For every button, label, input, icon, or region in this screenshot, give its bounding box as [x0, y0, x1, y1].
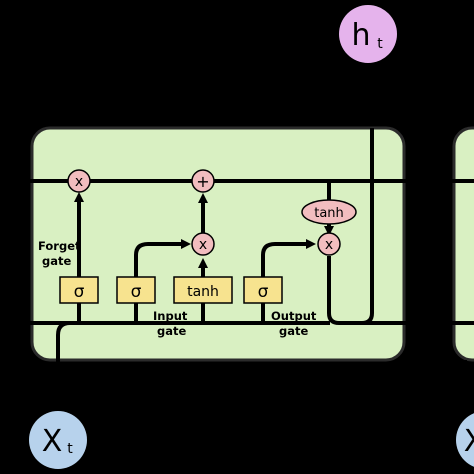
- cell-tanh-node: tanh: [301, 199, 357, 225]
- cell-tanh-label: tanh: [314, 206, 344, 221]
- forget-gate-label-line1: Forget: [38, 239, 81, 253]
- next-input-main: X: [464, 424, 474, 459]
- input-gate-label-line2: gate: [157, 324, 186, 338]
- input-xt-circle: [29, 411, 87, 469]
- output-loop-line: [327, 128, 374, 325]
- add-node: +: [191, 169, 215, 193]
- input-multiply-symbol: x: [199, 237, 207, 253]
- output-ht-main: h: [351, 18, 370, 53]
- forget-multiply-circle: [67, 169, 91, 193]
- forget-gate: σ: [59, 276, 99, 304]
- input-multiply-node: x: [191, 232, 215, 256]
- forget-gate-box: [59, 276, 99, 304]
- candidate-gate-box: [173, 276, 233, 304]
- candidate-gate-tanh: tanh: [187, 284, 219, 300]
- output-ht-sub: t: [377, 36, 383, 52]
- output-gate-box: [243, 276, 283, 304]
- forget-gate-sigma: σ: [74, 282, 85, 302]
- output-gate-arrow: [261, 239, 316, 323]
- input-xt-main: X: [42, 424, 63, 459]
- forget-multiply-symbol: x: [75, 174, 83, 190]
- input-gate-label-line1: Input: [153, 309, 188, 323]
- cell-tanh-ellipse: [301, 199, 357, 225]
- output-ht-node: h t: [339, 5, 397, 63]
- output-ht-circle: [339, 5, 397, 63]
- output-multiply-node: x: [317, 232, 341, 256]
- add-circle: [191, 169, 215, 193]
- forget-gate-label-line2: gate: [42, 254, 71, 268]
- input-xt-sub: t: [67, 441, 73, 457]
- output-gate-sigma: σ: [258, 282, 269, 302]
- output-gate: σ: [243, 276, 283, 304]
- input-gate-box: [116, 276, 156, 304]
- forget-multiply-node: x: [67, 169, 91, 193]
- input-multiply-circle: [191, 232, 215, 256]
- lstm-cell-block: [30, 126, 406, 362]
- input-gate-sigma: σ: [131, 282, 142, 302]
- next-lstm-cell-block: [452, 126, 474, 362]
- input-xt-node: X t: [29, 411, 87, 469]
- output-multiply-symbol: x: [325, 237, 333, 253]
- input-line: [56, 321, 71, 420]
- next-input-node: X: [456, 413, 474, 467]
- next-input-circle: [456, 413, 474, 467]
- candidate-gate: tanh: [173, 276, 233, 304]
- output-gate-label-line1: Output: [271, 309, 317, 323]
- output-multiply-circle: [317, 232, 341, 256]
- output-gate-label-line2: gate: [279, 324, 308, 338]
- input-gate-arrow: [134, 239, 191, 323]
- input-gate: σ: [116, 276, 156, 304]
- add-symbol: +: [196, 172, 209, 191]
